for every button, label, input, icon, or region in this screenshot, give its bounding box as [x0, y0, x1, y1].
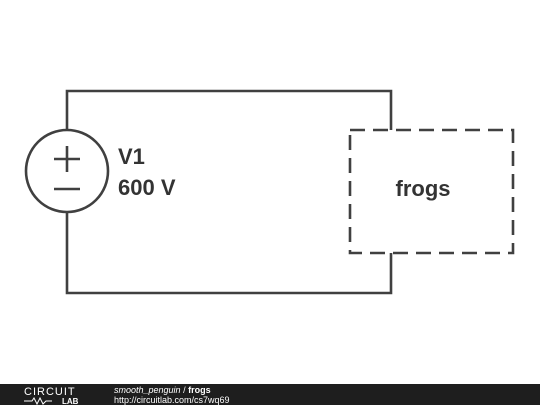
circuitlab-logo[interactable]: CIRCUIT LAB: [0, 384, 110, 405]
logo-resistor-icon: [24, 396, 52, 405]
circuit-url[interactable]: http://circuitlab.com/cs7wq69: [114, 395, 230, 405]
credit-separator: /: [180, 385, 189, 395]
author-name[interactable]: smooth_penguin: [114, 385, 181, 395]
source-value: 600 V: [118, 175, 176, 200]
block-label: frogs: [396, 176, 451, 201]
source-name: V1: [118, 144, 145, 169]
credits: smooth_penguin / frogs http://circuitlab…: [114, 385, 230, 405]
footer-bar: CIRCUIT LAB smooth_penguin / frogs http:…: [0, 384, 540, 405]
logo-bottom-text: LAB: [62, 397, 79, 405]
block-outline[interactable]: [348, 128, 515, 255]
wire-top: [65, 89, 393, 130]
logo-top-text: CIRCUIT: [24, 386, 76, 398]
circuit-title[interactable]: frogs: [188, 385, 211, 395]
schematic: V1 600 V frogs: [24, 89, 515, 295]
wire-bottom: [65, 212, 393, 295]
voltage-source-icon[interactable]: [24, 128, 110, 214]
